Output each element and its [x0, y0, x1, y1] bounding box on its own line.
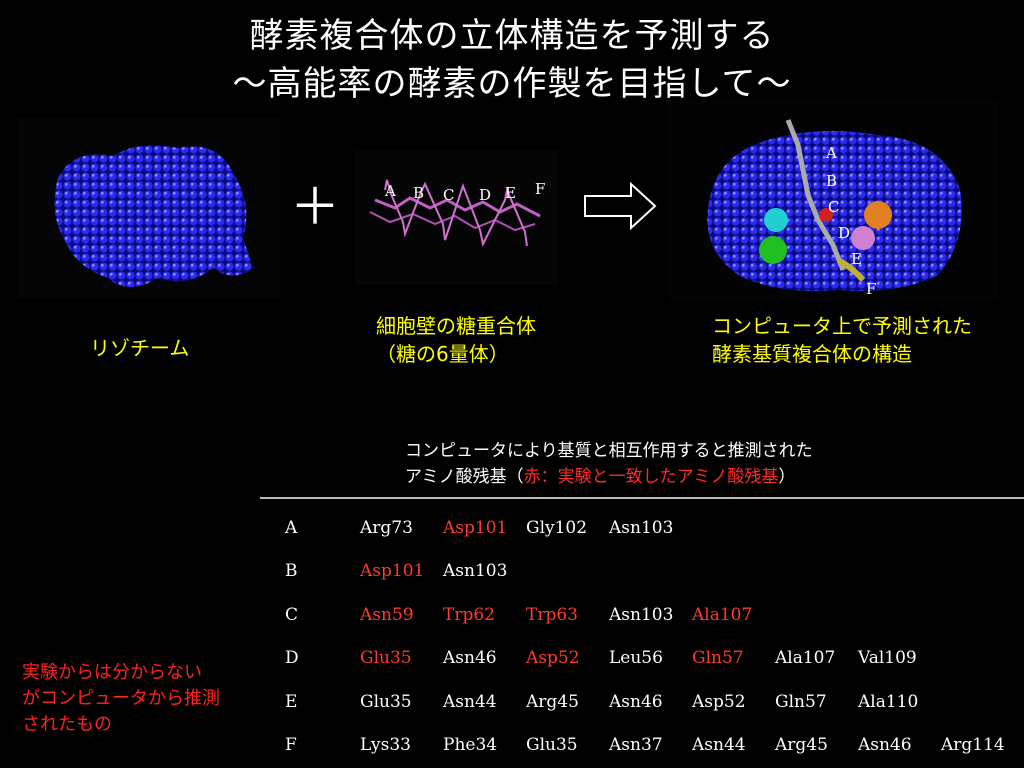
substrate-label-d: D: [479, 186, 492, 204]
slide-title-line1: 酵素複合体の立体構造を予測する: [249, 16, 775, 56]
complex-label-b: B: [826, 172, 838, 190]
side-note-line3: されたもの: [22, 714, 112, 735]
site-label: D: [285, 648, 299, 669]
complex-caption: コンピュータ上で予測された 酵素基質複合体の構造: [712, 312, 972, 368]
site-label: F: [285, 735, 297, 756]
residue-cell: Trp62: [443, 604, 495, 625]
substrate-caption-line1: 細胞壁の糖重合体: [376, 314, 536, 338]
residue-cell: Asn103: [443, 561, 508, 582]
substrate-image: A B C D E F: [355, 150, 558, 285]
side-note: 実験からは分からない がコンピュータから推測 されたもの: [22, 660, 220, 738]
residue-cell: Val109: [858, 648, 917, 669]
table-divider: [260, 497, 1024, 499]
residue-cell: Ala107: [775, 648, 836, 669]
table-row: B Asp101 Asn103: [285, 550, 1024, 594]
plus-sign: ＋: [290, 178, 340, 236]
lysozyme-image: [18, 118, 280, 298]
substrate-label-a: A: [385, 182, 396, 200]
residue-cell: Gly102: [526, 517, 588, 538]
complex-image: A B C D E F: [668, 100, 998, 300]
residue-cell: Trp63: [526, 604, 578, 625]
residue-cell: Asn59: [360, 604, 414, 625]
complex-label-d: D: [838, 224, 851, 242]
site-label: C: [285, 604, 299, 625]
note-prefix: アミノ酸残基（: [405, 467, 524, 487]
table-row: A Arg73 Asp101 Gly102 Asn103: [285, 506, 1024, 550]
substrate-label-e: E: [505, 184, 516, 202]
residue-cell: Asn103: [609, 604, 674, 625]
complex-label-a: A: [826, 144, 837, 162]
slide-title-line2: ～高能率の酵素の作製を目指して～: [232, 64, 792, 104]
site-label: B: [285, 561, 298, 582]
residue-cell: Asp101: [360, 561, 425, 582]
lysozyme-caption: リゾチーム: [90, 334, 189, 362]
site-label: A: [285, 517, 298, 538]
residue-note-line2: アミノ酸残基（赤：実験と一致したアミノ酸残基）: [405, 464, 813, 490]
residue-cell: Asn44: [443, 691, 497, 712]
residue-cell: Asn37: [609, 735, 663, 756]
residue-cell: Arg45: [775, 735, 828, 756]
table-row: F Lys33 Phe34 Glu35 Asn37 Asn44 Arg45 Asn46 Arg1…: [285, 724, 1024, 768]
substrate-caption: 細胞壁の糖重合体 （糖の6量体）: [376, 312, 536, 368]
complex-caption-line2: 酵素基質複合体の構造: [712, 342, 912, 366]
residue-cell: Ala110: [858, 691, 919, 712]
site-label: E: [285, 691, 298, 712]
side-note-line2: がコンピュータから推測: [22, 688, 220, 709]
residue-cell: Ala107: [692, 604, 753, 625]
residue-cell: Arg73: [360, 517, 413, 538]
residue-cell: Asp52: [526, 648, 580, 669]
residue-cell: Arg45: [526, 691, 579, 712]
table-row: D Glu35 Asn46 Asp52 Leu56 Gln57 Ala107 Val109: [285, 637, 1024, 681]
residue-cell: Asn46: [443, 648, 497, 669]
residue-cell: Lys33: [360, 735, 411, 756]
residue-cell: Asn103: [609, 517, 674, 538]
residue-cell: Glu35: [360, 648, 412, 669]
residue-cell: Asp52: [692, 691, 746, 712]
note-highlight: 赤：実験と一致したアミノ酸残基: [523, 467, 779, 487]
residue-cell: Leu56: [609, 648, 663, 669]
residue-cell: Glu35: [526, 735, 578, 756]
residue-cell: Asn46: [858, 735, 912, 756]
residue-cell: Arg114: [941, 735, 1005, 756]
residue-cell: Gln57: [775, 691, 827, 712]
substrate-caption-line2: （糖の6量体）: [376, 342, 509, 366]
side-note-line1: 実験からは分からない: [22, 662, 202, 683]
lysozyme-caption-text: リゾチーム: [90, 336, 190, 360]
note-suffix: ）: [778, 467, 796, 487]
residue-cell: Asn46: [609, 691, 663, 712]
residue-cell: Gln57: [692, 648, 744, 669]
substrate-label-b: B: [413, 184, 425, 202]
residue-cell: Asp101: [443, 517, 508, 538]
residue-cell: Asn44: [692, 735, 746, 756]
residue-cell: Phe34: [443, 735, 498, 756]
complex-caption-line1: コンピュータ上で予測された: [712, 314, 972, 338]
table-row: E Glu35 Asn44 Arg45 Asn46 Asp52 Gln57 Ala110: [285, 680, 1024, 724]
residue-note-line1: コンピュータにより基質と相互作用すると推測された: [405, 441, 813, 461]
complex-label-c: C: [828, 198, 840, 216]
complex-label-f: F: [866, 280, 877, 298]
residue-cell: Glu35: [360, 691, 412, 712]
complex-label-e: E: [851, 250, 862, 268]
residue-note: コンピュータにより基質と相互作用すると推測された アミノ酸残基（赤：実験と一致し…: [405, 438, 813, 490]
right-arrow-icon: [584, 182, 657, 231]
substrate-label-f: F: [535, 180, 546, 198]
substrate-label-c: C: [443, 186, 455, 204]
table-row: C Asn59 Trp62 Trp63 Asn103 Ala107: [285, 593, 1024, 637]
